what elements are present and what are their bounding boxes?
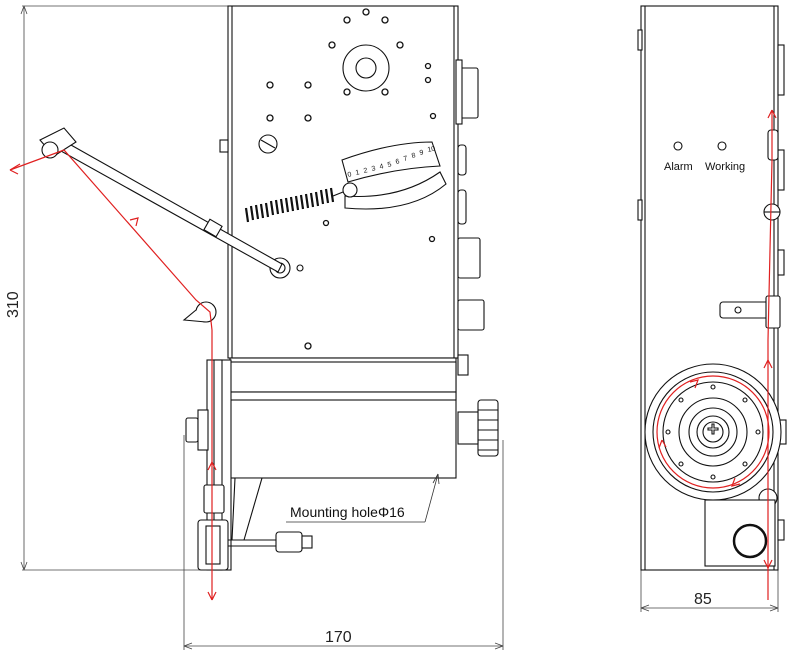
tension-spring — [244, 187, 335, 223]
height-dimension — [20, 5, 228, 571]
scale-tick-7: 7 — [403, 155, 408, 163]
mounting-hole-label: Mounting holeΦ16 — [290, 504, 405, 520]
depth-dimension-label: 85 — [694, 591, 712, 608]
height-dimension-label: 310 — [5, 291, 22, 318]
scale-tick-2: 2 — [363, 167, 368, 175]
scale-tick-5: 5 — [387, 161, 392, 169]
alarm-label: Alarm — [664, 161, 693, 173]
scale-tick-1: 1 — [355, 169, 360, 177]
working-led — [717, 141, 727, 151]
side-connector — [457, 237, 481, 279]
alarm-led — [673, 141, 683, 151]
front-view — [39, 5, 499, 571]
wire-path — [9, 109, 777, 601]
side-view — [637, 5, 787, 571]
scale-tick-labels: 0 1 2 3 4 5 6 7 8 9 10 — [347, 145, 436, 178]
width-dimension — [183, 435, 504, 650]
scale-tick-4: 4 — [379, 163, 384, 171]
scale-tick-9: 9 — [419, 149, 424, 157]
mounting-holes — [266, 8, 437, 350]
tension-wheel — [477, 399, 499, 457]
width-dimension-label: 170 — [325, 629, 352, 646]
side-mounting-hole — [732, 523, 768, 559]
mounting-bracket — [231, 477, 263, 541]
side-port — [457, 299, 485, 331]
depth-dimension — [640, 570, 779, 612]
working-label: Working — [705, 161, 745, 173]
scale-tick-3: 3 — [371, 165, 376, 173]
scale-tick-6: 6 — [395, 158, 400, 166]
scale-tick-0: 0 — [347, 171, 352, 179]
wire-connector — [275, 531, 303, 553]
knob-top — [457, 144, 467, 176]
scale-tick-8: 8 — [411, 152, 416, 160]
tension-scale — [341, 141, 441, 183]
spring-arm — [344, 171, 447, 210]
scale-tick-10: 10 — [427, 145, 436, 153]
knob-mid — [457, 189, 467, 225]
